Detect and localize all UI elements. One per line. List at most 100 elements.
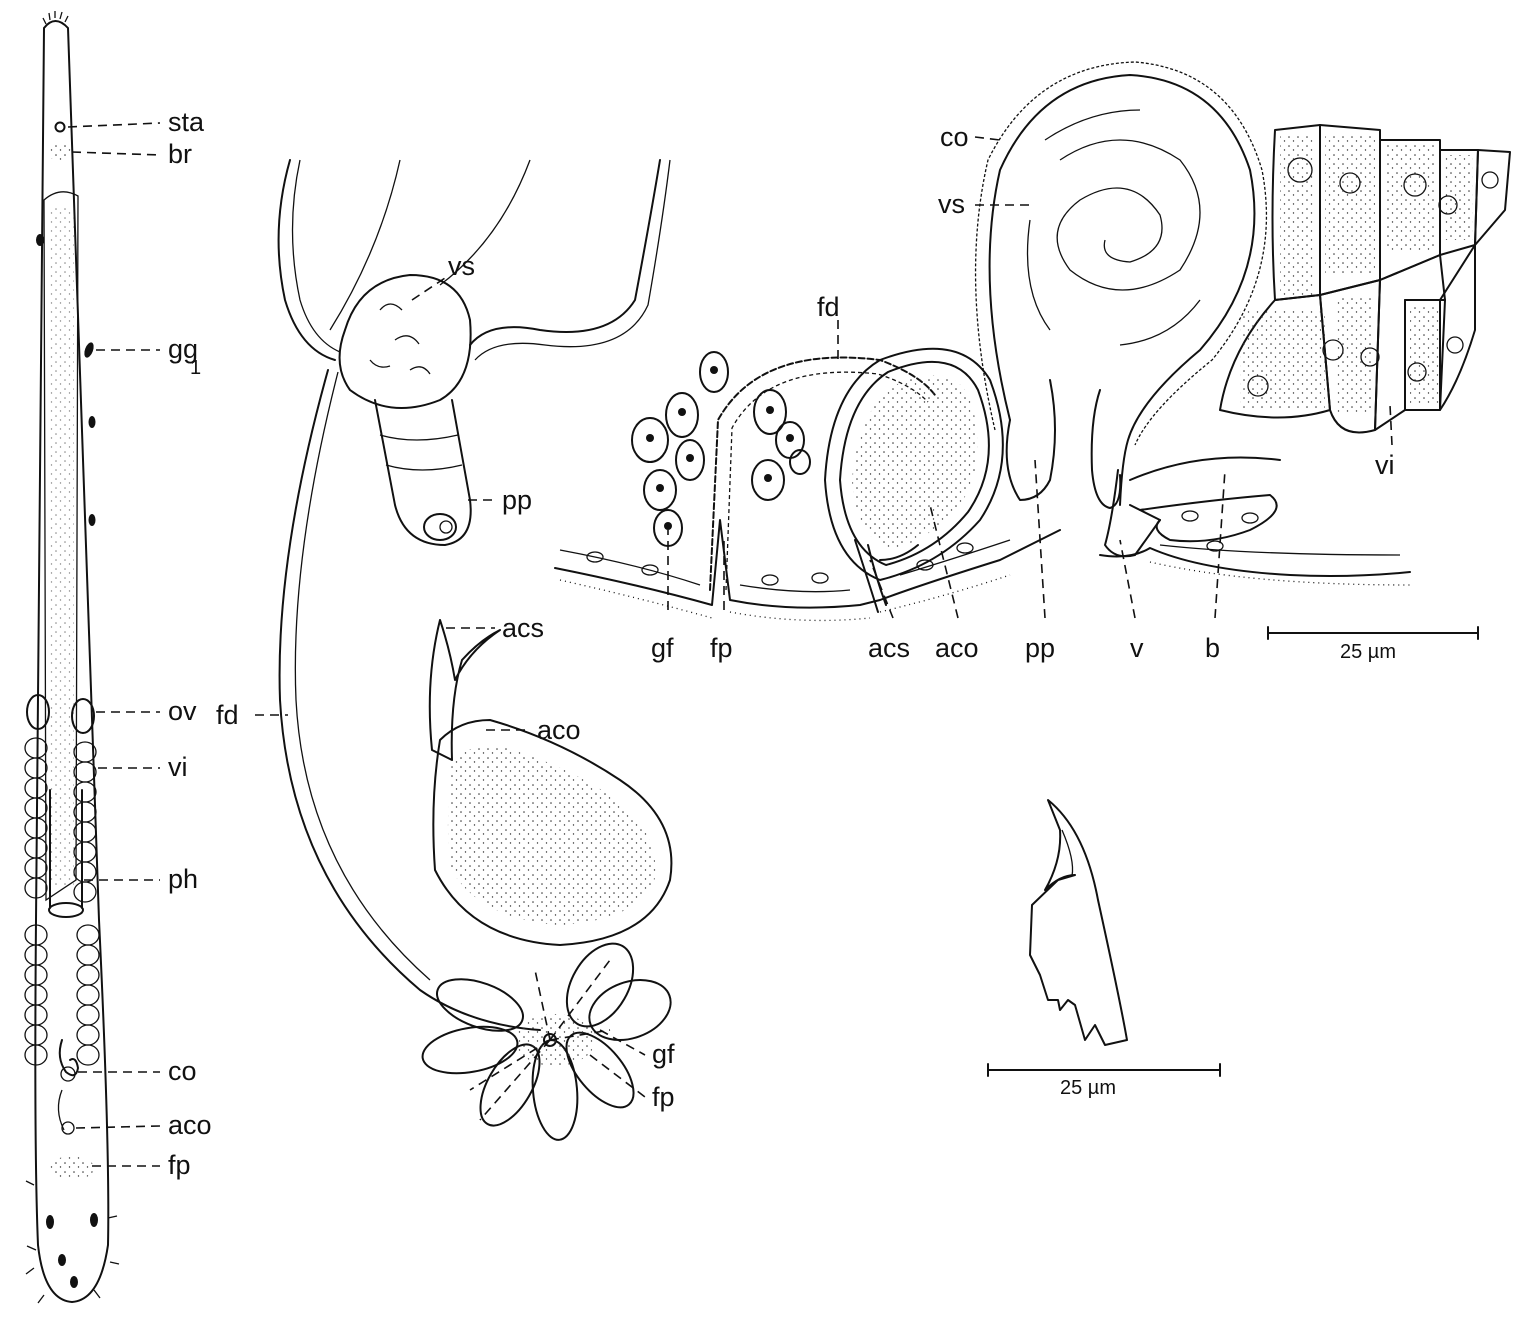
sperm-swirl (1056, 139, 1201, 291)
seminal-vesicle-content (369, 303, 431, 375)
accessory-copulatory-organ (61, 1121, 75, 1135)
penis-tip (423, 513, 457, 541)
gland-follicle-nuclei (646, 366, 718, 530)
label-fd: fd (216, 700, 239, 730)
label-co: co (940, 122, 969, 152)
copulatory-apparatus-figure: vs pp fd acs aco gf fp (216, 159, 675, 1141)
label-fp: fp (652, 1082, 675, 1112)
seminal-vesicle-wall (974, 61, 1268, 446)
stylet-detail-figure: 25 µm (987, 799, 1221, 1099)
epidermis (554, 519, 1411, 609)
anterior-cilia (42, 11, 69, 25)
seminal-vesicle (338, 274, 472, 409)
cilia-row (559, 561, 1411, 622)
gland-follicle-nuclei (764, 406, 794, 482)
vitellarium-stipple (1240, 135, 1473, 415)
penis-papilla-section (1005, 379, 1056, 501)
vagina (1104, 469, 1161, 558)
label-gf: gf (651, 633, 674, 663)
leader-vi (1389, 404, 1393, 446)
tail-gland (58, 1254, 66, 1266)
whole-body-figure: sta br gg 1 ov vi ph co aco fp (24, 11, 212, 1304)
epidermal-nuclei (586, 510, 1259, 586)
leader-aco (75, 1125, 161, 1129)
label-acs: acs (868, 633, 910, 663)
label-pp: pp (502, 485, 532, 515)
ovary-right (71, 698, 95, 734)
leader-acs (869, 559, 894, 619)
label-fp: fp (710, 633, 733, 663)
label-acs: acs (502, 613, 544, 643)
female-duct (278, 369, 541, 1031)
pharynx-opening (48, 902, 84, 918)
outline-curve (439, 159, 531, 286)
sagittal-section-figure: co vs fd gf fp acs aco pp v b vi 25 µm (554, 61, 1511, 663)
label-vi: vi (168, 752, 188, 782)
gland-follicles-right (751, 389, 811, 501)
leader-pp (1034, 459, 1046, 619)
label-gf: gf (652, 1039, 675, 1069)
label-fp: fp (168, 1150, 191, 1180)
leader-co (974, 136, 1001, 141)
posterior-setae (25, 1180, 120, 1304)
accessory-stylet (428, 619, 501, 761)
label-vs: vs (448, 251, 475, 281)
leader-aco (929, 504, 959, 619)
leader-br (71, 151, 161, 156)
penis-papilla-section (1090, 389, 1122, 509)
accessory-organ-lumen (852, 375, 978, 550)
label-ph: ph (168, 864, 198, 894)
penis-papilla (374, 399, 472, 546)
scale-bar-upper-label: 25 µm (1340, 641, 1396, 663)
brain (48, 143, 72, 161)
label-aco: aco (537, 715, 581, 745)
bursa (1129, 456, 1281, 543)
label-aco: aco (168, 1110, 212, 1140)
tail-gland (70, 1276, 78, 1288)
seminal-duct-left (277, 159, 336, 361)
outline-curve (329, 159, 401, 331)
gland-dot (88, 514, 96, 526)
seminal-duct-right (469, 159, 661, 346)
female-pore-stipple (515, 1014, 595, 1066)
pharynx (49, 789, 83, 909)
seminal-duct-left-inner (291, 159, 341, 353)
label-vi: vi (1375, 450, 1395, 480)
sperm-swirl (1026, 109, 1201, 346)
leader-fp (589, 1054, 646, 1098)
label-gg-subscript: 1 (190, 357, 201, 379)
seminal-duct-right-inner (474, 159, 671, 361)
accessory-organ-section (824, 347, 1004, 581)
label-aco: aco (935, 633, 979, 663)
vitellaria-right (73, 741, 100, 1066)
label-co: co (168, 1056, 197, 1086)
accessory-organ-fill (447, 745, 656, 925)
label-b: b (1205, 633, 1220, 663)
penis-lumen (439, 520, 453, 534)
leader-vs (411, 277, 446, 301)
leader-gf (599, 1029, 646, 1056)
seminal-vesicle-section (988, 74, 1256, 506)
penis-folds (379, 434, 463, 471)
scale-bar-lower (987, 1063, 1221, 1077)
copulatory-organ (58, 1039, 79, 1077)
follicle-rays (469, 959, 611, 1121)
statocyst (54, 121, 66, 133)
accessory-organ-wall (839, 360, 990, 566)
stylet-inner (1061, 829, 1074, 877)
leader-v (1119, 539, 1136, 619)
label-gg: gg (168, 334, 198, 364)
scale-bar-upper (1267, 626, 1479, 640)
female-duct-inner (294, 371, 431, 981)
label-pp: pp (1025, 633, 1055, 663)
label-fd: fd (817, 292, 840, 322)
female-pore (50, 1156, 94, 1180)
ovary-left (26, 694, 50, 730)
scale-bar-lower-label: 25 µm (1060, 1077, 1116, 1099)
body-outline (34, 20, 110, 1303)
leader-b (1214, 469, 1226, 619)
stylet-outline (1029, 799, 1128, 1046)
tail-gland (46, 1215, 54, 1229)
epidermis-inner (559, 539, 1401, 593)
